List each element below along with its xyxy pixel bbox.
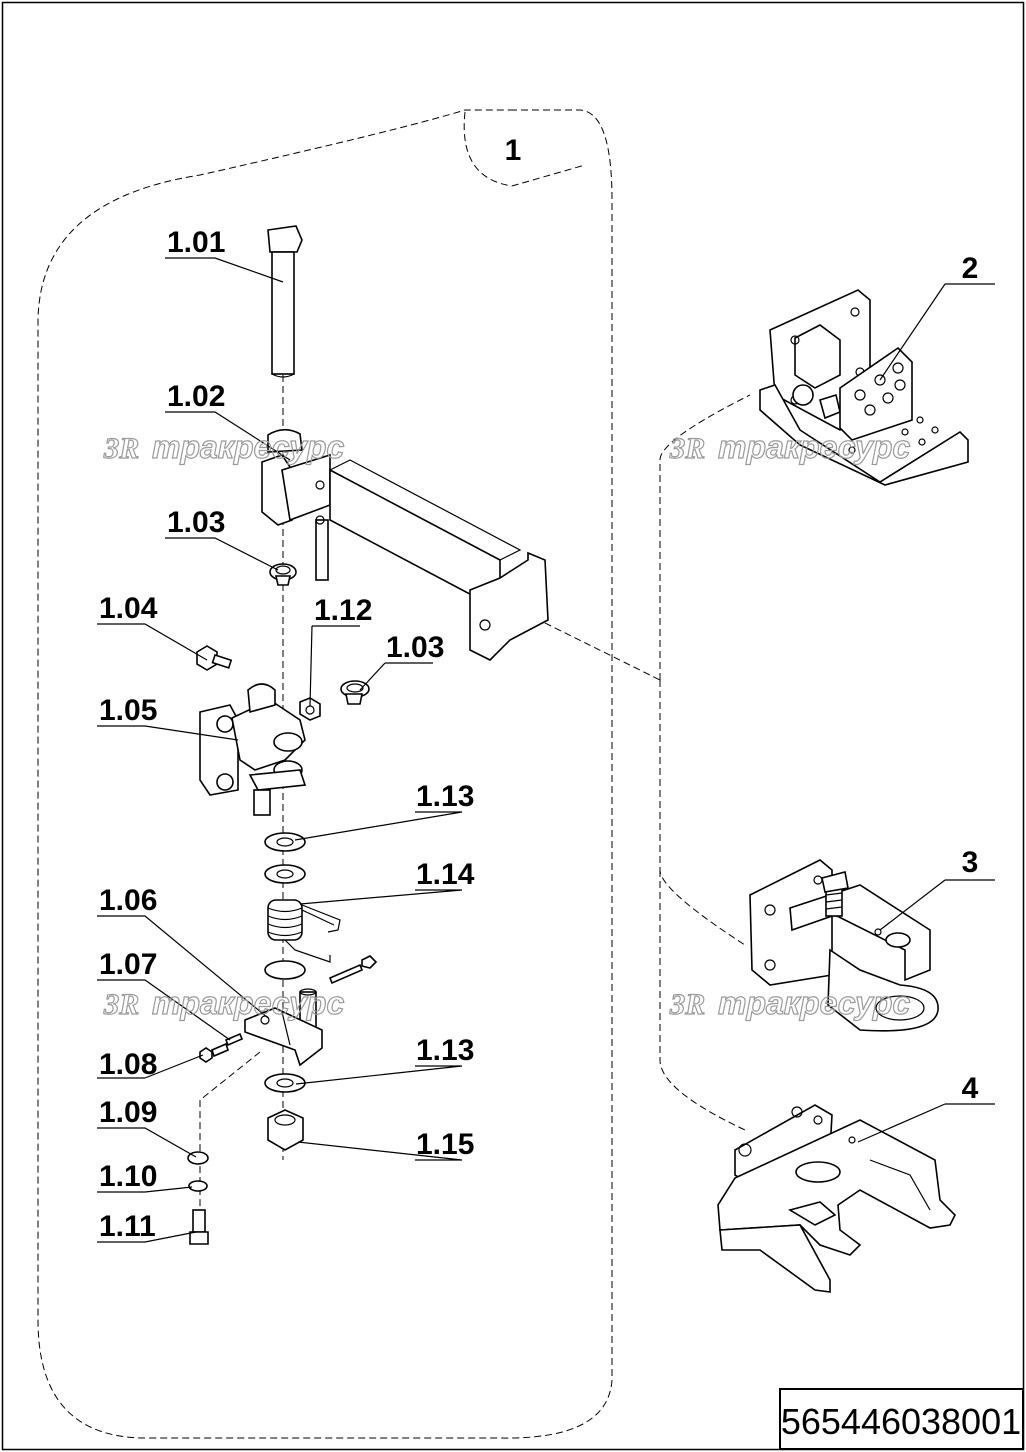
svg-text:ЗR: ЗR — [669, 988, 705, 1021]
callout-1-03-right: 1.03 — [386, 631, 444, 664]
svg-text:ЗR: ЗR — [103, 988, 139, 1021]
watermark-top-left: ЗR тракресурс — [102, 428, 345, 465]
callout-1-11: 1.11 — [99, 1210, 156, 1243]
leader-2 — [879, 283, 995, 381]
part-1-01-bolt — [267, 225, 303, 378]
svg-text:ЗR: ЗR — [103, 432, 139, 465]
svg-text:тракресурс: тракресурс — [152, 985, 344, 1021]
callout-1-01: 1.01 — [167, 226, 225, 259]
svg-text:тракресурс: тракресурс — [718, 429, 910, 465]
callout-1-08: 1.08 — [99, 1048, 157, 1081]
svg-text:тракресурс: тракресурс — [152, 429, 344, 465]
leader-lines-group-1 — [97, 257, 463, 1243]
document-number-box: 565446038001 — [779, 1388, 1024, 1450]
callout-1-02: 1.02 — [167, 380, 225, 413]
part-small-pin — [328, 955, 378, 985]
part-1-03-bushing-right — [340, 680, 370, 705]
part-1-13-washer-lower — [264, 1073, 306, 1093]
assembly-3-hitch — [749, 859, 939, 1032]
watermark-bottom-left: ЗR тракресурс — [102, 984, 345, 1021]
callout-4: 4 — [962, 1072, 979, 1105]
part-1-07-pin — [224, 1032, 244, 1047]
part-1-02-arm — [261, 428, 549, 661]
part-1-08-bolt — [199, 1042, 229, 1063]
callout-1-06: 1.06 — [99, 884, 157, 917]
assembly-4-drawbar-frame — [717, 1104, 956, 1293]
callout-3: 3 — [962, 846, 979, 879]
callout-1-07: 1.07 — [99, 948, 157, 981]
callout-1-04: 1.04 — [99, 592, 158, 625]
part-1-15-nut — [267, 1109, 304, 1151]
group-1-label: 1 — [505, 134, 522, 167]
part-1-06-pivot-base — [244, 988, 323, 1067]
part-1-13-washers-upper — [264, 832, 306, 884]
leader-4 — [857, 1103, 995, 1143]
watermark-bottom-right: ЗR тракресурс — [668, 984, 911, 1021]
callout-1-13-upper: 1.13 — [416, 780, 474, 813]
callout-1-13-lower: 1.13 — [416, 1034, 474, 1067]
bolt-stack-axis — [199, 1051, 261, 1230]
group-1-boundary: 1 — [37, 109, 613, 1439]
callout-1-05: 1.05 — [99, 694, 157, 727]
part-1-14-spring — [267, 899, 341, 963]
part-1-05-bracket — [199, 683, 307, 816]
part-1-04-bolt — [196, 645, 233, 671]
callout-2: 2 — [962, 252, 979, 285]
svg-text:тракресурс: тракресурс — [718, 985, 910, 1021]
callout-1-14: 1.14 — [416, 858, 475, 891]
part-1-03-bushing-upper — [269, 563, 297, 586]
part-washer-mid — [264, 960, 306, 980]
document-number: 565446038001 — [781, 1401, 1021, 1442]
callout-1-09: 1.09 — [99, 1096, 157, 1129]
assembly-connection-lines — [534, 394, 751, 1131]
assembly-2-mounting-bracket — [759, 289, 969, 486]
callout-1-12: 1.12 — [314, 594, 372, 627]
part-1-10-washer — [188, 1180, 208, 1192]
svg-text:ЗR: ЗR — [669, 432, 705, 465]
callout-1-15: 1.15 — [416, 1128, 474, 1161]
callout-1-03-upper: 1.03 — [167, 506, 225, 539]
callout-1-10: 1.10 — [99, 1160, 157, 1193]
leader-3 — [879, 879, 995, 931]
part-1-11-screw — [189, 1209, 209, 1245]
watermark-top-right: ЗR тракресурс — [668, 428, 911, 465]
